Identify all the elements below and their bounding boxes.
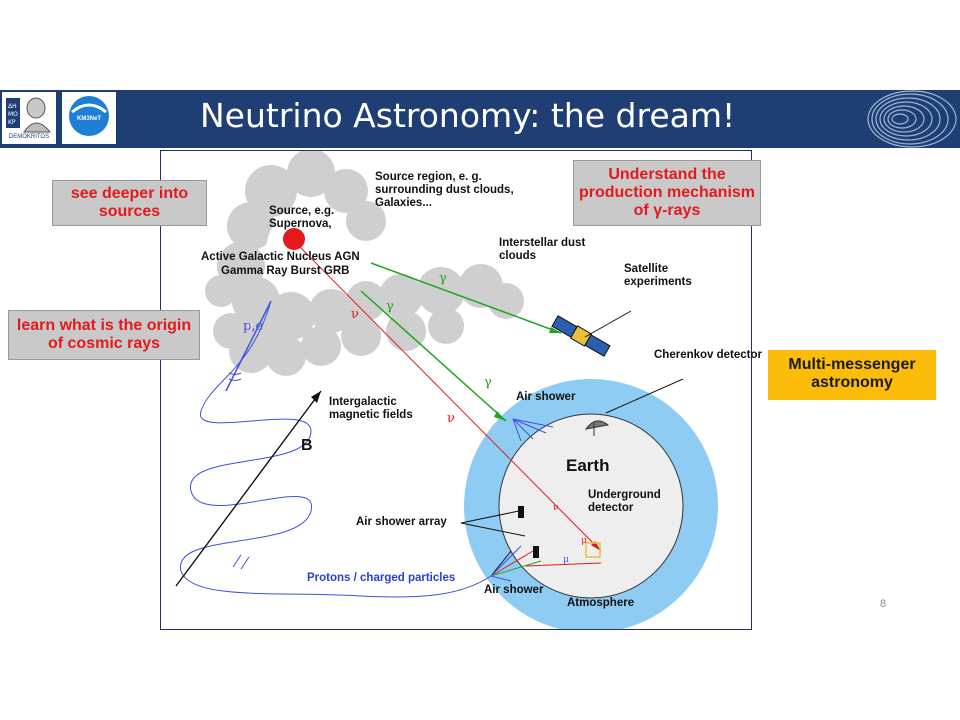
air-shower-array-label: Air shower array <box>356 516 447 528</box>
callout-gamma-production: Understand the production mechanism of γ… <box>573 160 761 226</box>
air-shower-top <box>512 418 554 442</box>
gamma-label-1: γ <box>439 271 447 286</box>
air-shower-bottom <box>490 545 542 582</box>
callout-deeper-sources: see deeper into sources <box>52 180 207 226</box>
agn-label: Active Galactic Nucleus AGN <box>201 251 360 263</box>
source-dot <box>283 228 305 250</box>
mu-label-2: μ <box>563 555 569 565</box>
air-shower-bottom-label: Air shower <box>484 584 544 596</box>
grb-label: Gamma Ray Burst GRB <box>221 265 350 277</box>
mu-label-1: μ <box>581 536 587 546</box>
svg-text:ΔΗ: ΔΗ <box>8 103 17 110</box>
demokritos-label: DEMOKRITOS <box>8 134 50 140</box>
protons-label: Protons / charged particles <box>307 572 456 584</box>
page-number: 8 <box>880 598 887 610</box>
interstellar-label: Interstellar dust clouds <box>499 237 586 262</box>
nu-label-1: ν <box>351 307 359 322</box>
satellite-label: Satellite experiments <box>624 263 692 288</box>
neutrino-diagram: Source, e.g. Supernova, Source region, e… <box>160 150 762 630</box>
demokritos-logo: ΔΗ ΜΟ ΚΡ DEMOKRITOS <box>2 92 56 144</box>
gamma-label-3: γ <box>484 375 492 390</box>
km3net-rings-icon <box>867 90 957 148</box>
cherenkov-label: Cherenkov detector <box>654 349 763 361</box>
callout-origin-cosmic-rays: learn what is the origin of cosmic rays <box>8 310 200 360</box>
svg-text:ΜΟ: ΜΟ <box>8 111 18 118</box>
earth-circle <box>498 413 684 599</box>
air-shower-top-label: Air shower <box>516 391 576 403</box>
km3net-logo: KM3NeT <box>62 92 116 144</box>
km3net-globe-icon <box>69 96 109 136</box>
nu-label-2: ν <box>447 411 455 426</box>
slide-title: Neutrino Astronomy: the dream! <box>200 96 736 135</box>
underground-label: Underground detector <box>588 489 661 514</box>
callout-multi-messenger: Multi-messenger astronomy <box>768 350 936 400</box>
svg-text:ΚΡ: ΚΡ <box>8 119 16 126</box>
satellite-icon <box>551 315 611 357</box>
dust-cloud <box>205 151 524 376</box>
nu-label-3: ν <box>553 503 559 513</box>
cherenkov-dish-icon <box>584 420 610 436</box>
intergalactic-label: Intergalactic magnetic fields <box>329 396 413 421</box>
b-field-label: B <box>301 437 313 454</box>
pe-label: p,e <box>243 319 264 334</box>
atmosphere-label: Atmosphere <box>567 597 635 609</box>
statue-icon: ΔΗ ΜΟ ΚΡ <box>6 97 52 133</box>
km3net-label: KM3NeT <box>76 116 101 122</box>
source-region-label: Source region, e. g. surrounding dust cl… <box>375 171 514 209</box>
source-label: Source, e.g. Supernova, <box>269 205 335 230</box>
title-bar: Neutrino Astronomy: the dream! <box>0 90 960 148</box>
earth-label: Earth <box>566 456 610 475</box>
diagram-graphics <box>175 151 718 629</box>
gamma-label-2: γ <box>386 299 394 314</box>
magnetic-field-path <box>180 300 492 598</box>
